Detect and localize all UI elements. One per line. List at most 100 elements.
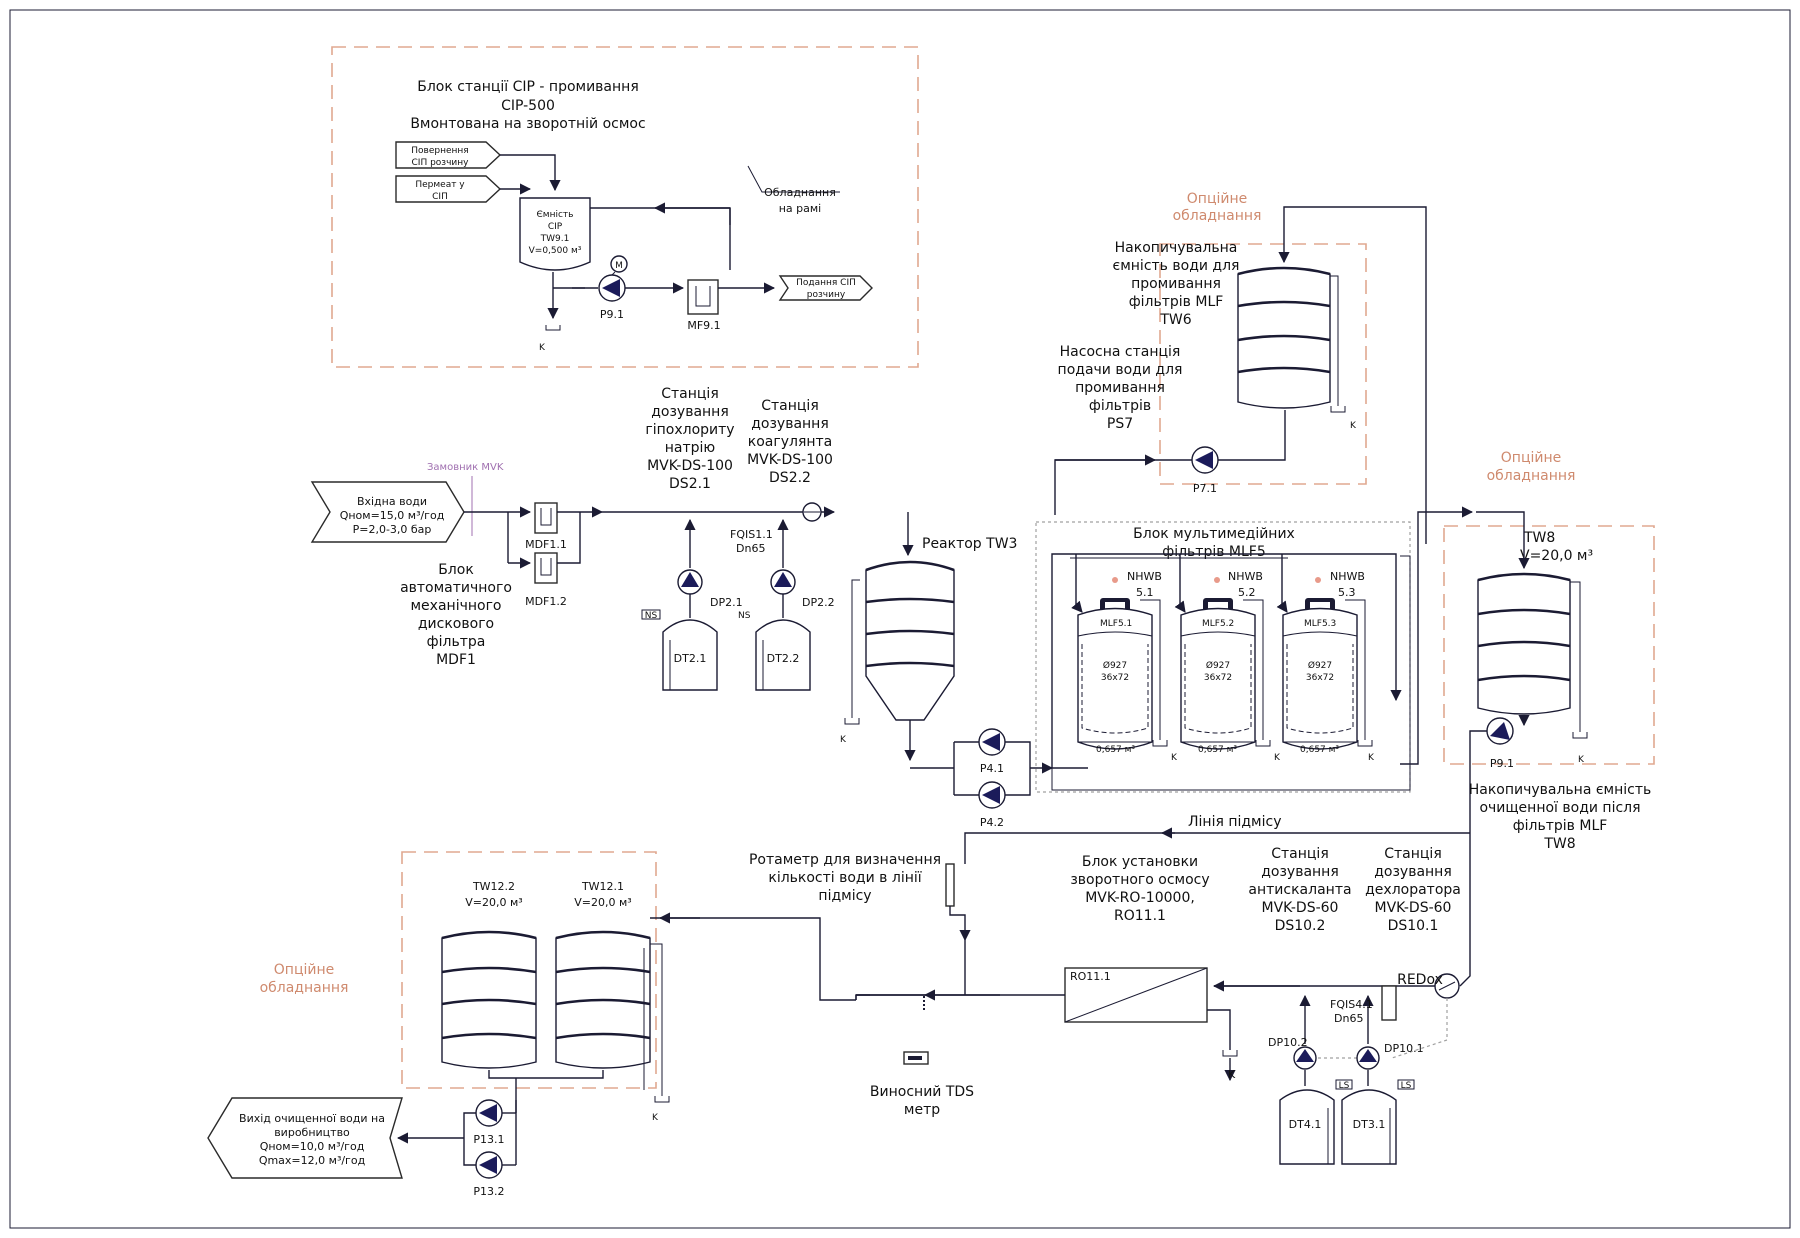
cip-title-3: Вмонтована на зворотній осмос (410, 116, 645, 132)
mdf-block-label-5: фільтра (427, 634, 486, 650)
tw12-1-volume-label: V=20,0 м³ (574, 896, 631, 909)
tw8-block: Опційне обладнання TW8 V=20,0 м³ K P9.1 … (1443, 450, 1655, 852)
mdf-filter-2-label: MDF1.2 (525, 595, 567, 608)
permeate-cip-tag (395, 175, 502, 203)
ds102-pump-label: DP10.2 (1268, 1036, 1308, 1049)
tw8-desc-3: фільтрів MLF (1513, 818, 1608, 834)
ds22-pump-label: DP2.2 (802, 596, 835, 609)
cip-tank (519, 197, 591, 271)
mdf-block-label-1: Блок (438, 562, 474, 578)
ds22-label-1: Станція (761, 398, 819, 414)
ds22-label-3: коагулянта (748, 434, 833, 450)
mlf-2-valve-label-1: NHWB (1228, 570, 1263, 583)
return-cip-tag (395, 141, 502, 169)
mdf-filter-1-label: MDF1.1 (525, 538, 567, 551)
ds21-tank-label: DT2.1 (674, 652, 707, 665)
outlet-tag (207, 1097, 403, 1179)
ds21-ns-label: NS (645, 611, 658, 621)
frame-label-1: Обладнання (764, 186, 836, 199)
mlf-1-name-label: MLF5.1 (1100, 619, 1132, 629)
cip-tank-label-3: TW9.1 (540, 234, 570, 244)
tw8-dashed-frame (1443, 525, 1655, 765)
dosing-ds101: Станція дозування дехлоратора MVK-DS-60 … (1341, 846, 1461, 1165)
reactor-label: Реактор TW3 (922, 536, 1017, 552)
ds101-tank-label: DT3.1 (1353, 1118, 1386, 1131)
ps7-label-3: промивання (1075, 380, 1165, 396)
mix-line-label: Лінія підмісу (1188, 814, 1282, 830)
tw8-desc-4: TW8 (1543, 836, 1575, 852)
tds-label-2: метр (904, 1102, 940, 1118)
mlf-2-size-label: 36x72 (1204, 673, 1232, 683)
reactor-tw3: Реактор TW3 K P4.1 P4.2 (840, 512, 1054, 829)
mdf-block-label-3: механічного (411, 598, 502, 614)
mdf-block-label-4: дискового (418, 616, 494, 632)
ds102-label-4: MVK-DS-60 (1262, 900, 1339, 916)
mlf-3-size-label: 36x72 (1306, 673, 1334, 683)
ds22-tank (755, 619, 811, 691)
cip-title-2: CIP-500 (501, 98, 555, 114)
tw6-optional-label-2: обладнання (1173, 208, 1262, 224)
frame-label-2: на рамі (779, 202, 822, 215)
permeate-cip-label-1: Пермеат у (415, 180, 465, 190)
ds102-label-1: Станція (1271, 846, 1329, 862)
ds21-pump-label: DP2.1 (710, 596, 743, 609)
mlf-2-name-label: MLF5.2 (1202, 619, 1234, 629)
ro-drain-label: K (1228, 1068, 1236, 1081)
mlf-2-valve-icon (1214, 577, 1220, 583)
cip-pump-label: P9.1 (600, 308, 624, 321)
tw12-2-name-label: TW12.2 (472, 880, 515, 893)
motor-label: M (615, 261, 623, 271)
mdf-block-label-2: автоматичного (400, 580, 512, 596)
inlet-label-2: Qном=15,0 м³/год (340, 509, 445, 522)
mlf5-frame (1035, 521, 1411, 793)
mlf-3-valve-label-2: 5.3 (1338, 586, 1356, 599)
tw12-optional-label-1: Опційне (274, 962, 334, 978)
return-cip-label-2: СІП розчину (412, 158, 470, 168)
ds102-label-3: антискаланта (1248, 882, 1351, 898)
sheet-border (9, 9, 1791, 1229)
customer-boundary-label: Замовник MVK (427, 462, 504, 473)
inlet-block: Вхідна води Qном=15,0 м³/год P=2,0-3,0 б… (310, 462, 604, 668)
ds22-label-5: DS2.2 (769, 470, 811, 486)
ds102-ls-label: LS (1339, 1081, 1350, 1091)
cip-filter-label: MF9.1 (687, 319, 720, 332)
mlf5-title-1: Блок мультимедійних (1133, 526, 1295, 542)
ds101-pump-label: DP10.1 (1384, 1042, 1424, 1055)
ds101-ls-label: LS (1401, 1081, 1412, 1091)
ps7-label-1: Насосна станція (1060, 344, 1181, 360)
mlf-filter-2: NHWB 5.2 MLF5.2 Ø927 36x72 0,657 м³ K (1174, 554, 1281, 763)
ds22-label-4: MVK-DS-100 (747, 452, 833, 468)
reactor-pump-2-label: P4.2 (980, 816, 1004, 829)
mlf-2-diameter-label: Ø927 (1206, 660, 1230, 671)
tw12-1-name-label: TW12.1 (581, 880, 624, 893)
tw6-drain-label: K (1350, 421, 1357, 431)
ro-unit-label: RO11.1 (1070, 970, 1111, 983)
mlf-3-volume-label: 0,657 м³ (1300, 745, 1339, 755)
cip-block: Блок станції CIP - промивання CIP-500 Вм… (331, 46, 919, 368)
tw6-block: Опційне обладнання Накопичувальна ємніст… (1054, 191, 1427, 544)
inlet-label-1: Вхідна води (357, 495, 427, 508)
rotameter-label-1: Ротаметр для визначення (749, 852, 941, 868)
ds102-label-2: дозування (1261, 864, 1339, 880)
mlf-1-valve-icon (1112, 577, 1118, 583)
inlet-label-3: P=2,0-3,0 бар (353, 523, 432, 536)
mlf-3-name-label: MLF5.3 (1304, 619, 1336, 629)
mlf-3-drain-label: K (1368, 753, 1375, 763)
inlet-tag (310, 481, 465, 543)
ro-label-4: RO11.1 (1114, 908, 1166, 924)
dosing-ds102: Станція дозування антискаланта MVK-DS-60… (1248, 846, 1360, 1165)
outlet-label-4: Qmax=12,0 м³/год (259, 1154, 366, 1167)
cip-dashed-frame (331, 46, 919, 368)
fqis41-label-1: FQIS4.1 (1330, 998, 1373, 1011)
tw8-desc-2: очищенної води після (1479, 800, 1640, 816)
tw12-pump-2-label: P13.2 (473, 1185, 504, 1198)
cip-supply-tag (778, 275, 873, 301)
ds101-tank (1341, 1089, 1397, 1165)
tw8-volume-label: V=20,0 м³ (1520, 548, 1593, 564)
ds21-label-4: натрію (665, 440, 716, 456)
rotameter-label-2: кількості води в лінії (768, 870, 921, 886)
tw6-optional-label-1: Опційне (1187, 191, 1247, 207)
cip-tank-label-1: Ємність (537, 210, 574, 220)
motor-icon (610, 255, 628, 273)
fqis41-label-2: Dn65 (1334, 1012, 1363, 1025)
